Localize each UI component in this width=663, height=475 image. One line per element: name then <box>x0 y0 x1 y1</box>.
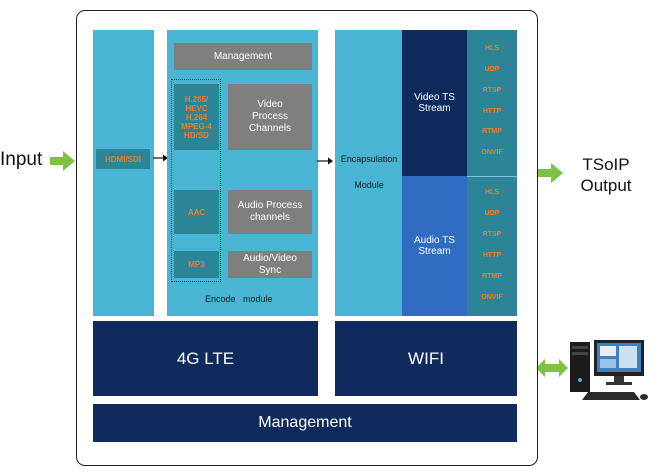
mp3-box: MP3 <box>174 251 219 278</box>
protocol-item: UDP <box>484 66 500 73</box>
av-sync-box: Audio/Video Sync <box>228 251 312 278</box>
hdmi-sdi-box: HDMI/SDI <box>96 149 150 169</box>
video-codec-box: H.265/ HEVC H.264 MPEG-4 HD/SD <box>174 84 219 150</box>
protocol-item: RTMP <box>482 128 502 135</box>
codec-h264: H.264 <box>185 112 208 122</box>
protocol-item: UDP <box>484 210 500 217</box>
arrow-right-icon <box>153 154 168 162</box>
protocol-item: ONVIF <box>481 294 503 301</box>
computer-icon <box>570 340 648 400</box>
arrow-right-icon <box>317 157 333 165</box>
video-ts-stream: Video TS Stream <box>402 30 467 176</box>
audio-ts-stream: Audio TS Stream <box>402 176 467 316</box>
output-arrow-icon <box>538 163 563 183</box>
codec-h265: H.265/ <box>184 94 209 104</box>
management-bar: Management <box>93 404 517 442</box>
double-arrow-icon <box>536 359 568 377</box>
codec-hevc: HEVC <box>185 103 208 113</box>
output-label-line2: Output <box>580 176 632 195</box>
codec-hdsd: HD/SD <box>184 130 209 140</box>
aac-box: AAC <box>174 190 219 234</box>
encapsulation-module <box>335 30 402 316</box>
protocol-item: HLS <box>485 189 499 196</box>
protocol-item: ONVIF <box>481 149 503 156</box>
lte-block: 4G LTE <box>93 321 318 396</box>
codec-mpeg4: MPEG-4 <box>181 121 212 131</box>
input-arrow-icon <box>50 151 75 171</box>
video-protocols: HLS UDP RTSP HTTP RTMP ONVIF <box>467 30 517 176</box>
audio-protocols: HLS UDP RTSP HTTP RTMP ONVIF <box>467 176 517 316</box>
hdmi-column <box>93 30 154 316</box>
input-label: Input <box>0 149 43 170</box>
wifi-block: WIFI <box>335 321 517 396</box>
protocol-item: RTMP <box>482 273 502 280</box>
protocol-item: RTSP <box>482 231 502 238</box>
protocol-item: RTSP <box>482 87 502 94</box>
encode-module-label: Encode module <box>205 294 273 304</box>
encapsulation-label-line2: Module <box>354 180 384 190</box>
codec-container <box>171 79 221 282</box>
protocol-item: HTTP <box>482 252 502 259</box>
encapsulation-label-line1: Encapsulation <box>340 154 398 164</box>
encode-management-box: Management <box>174 43 312 70</box>
audio-process-box: Audio Process channels <box>228 190 312 234</box>
output-label: TSoIP Output <box>566 154 646 198</box>
video-process-box: Video Process Channels <box>228 84 312 150</box>
output-label-line1: TSoIP <box>582 155 630 174</box>
protocol-item: HTTP <box>482 108 502 115</box>
protocol-item: HLS <box>485 45 499 52</box>
